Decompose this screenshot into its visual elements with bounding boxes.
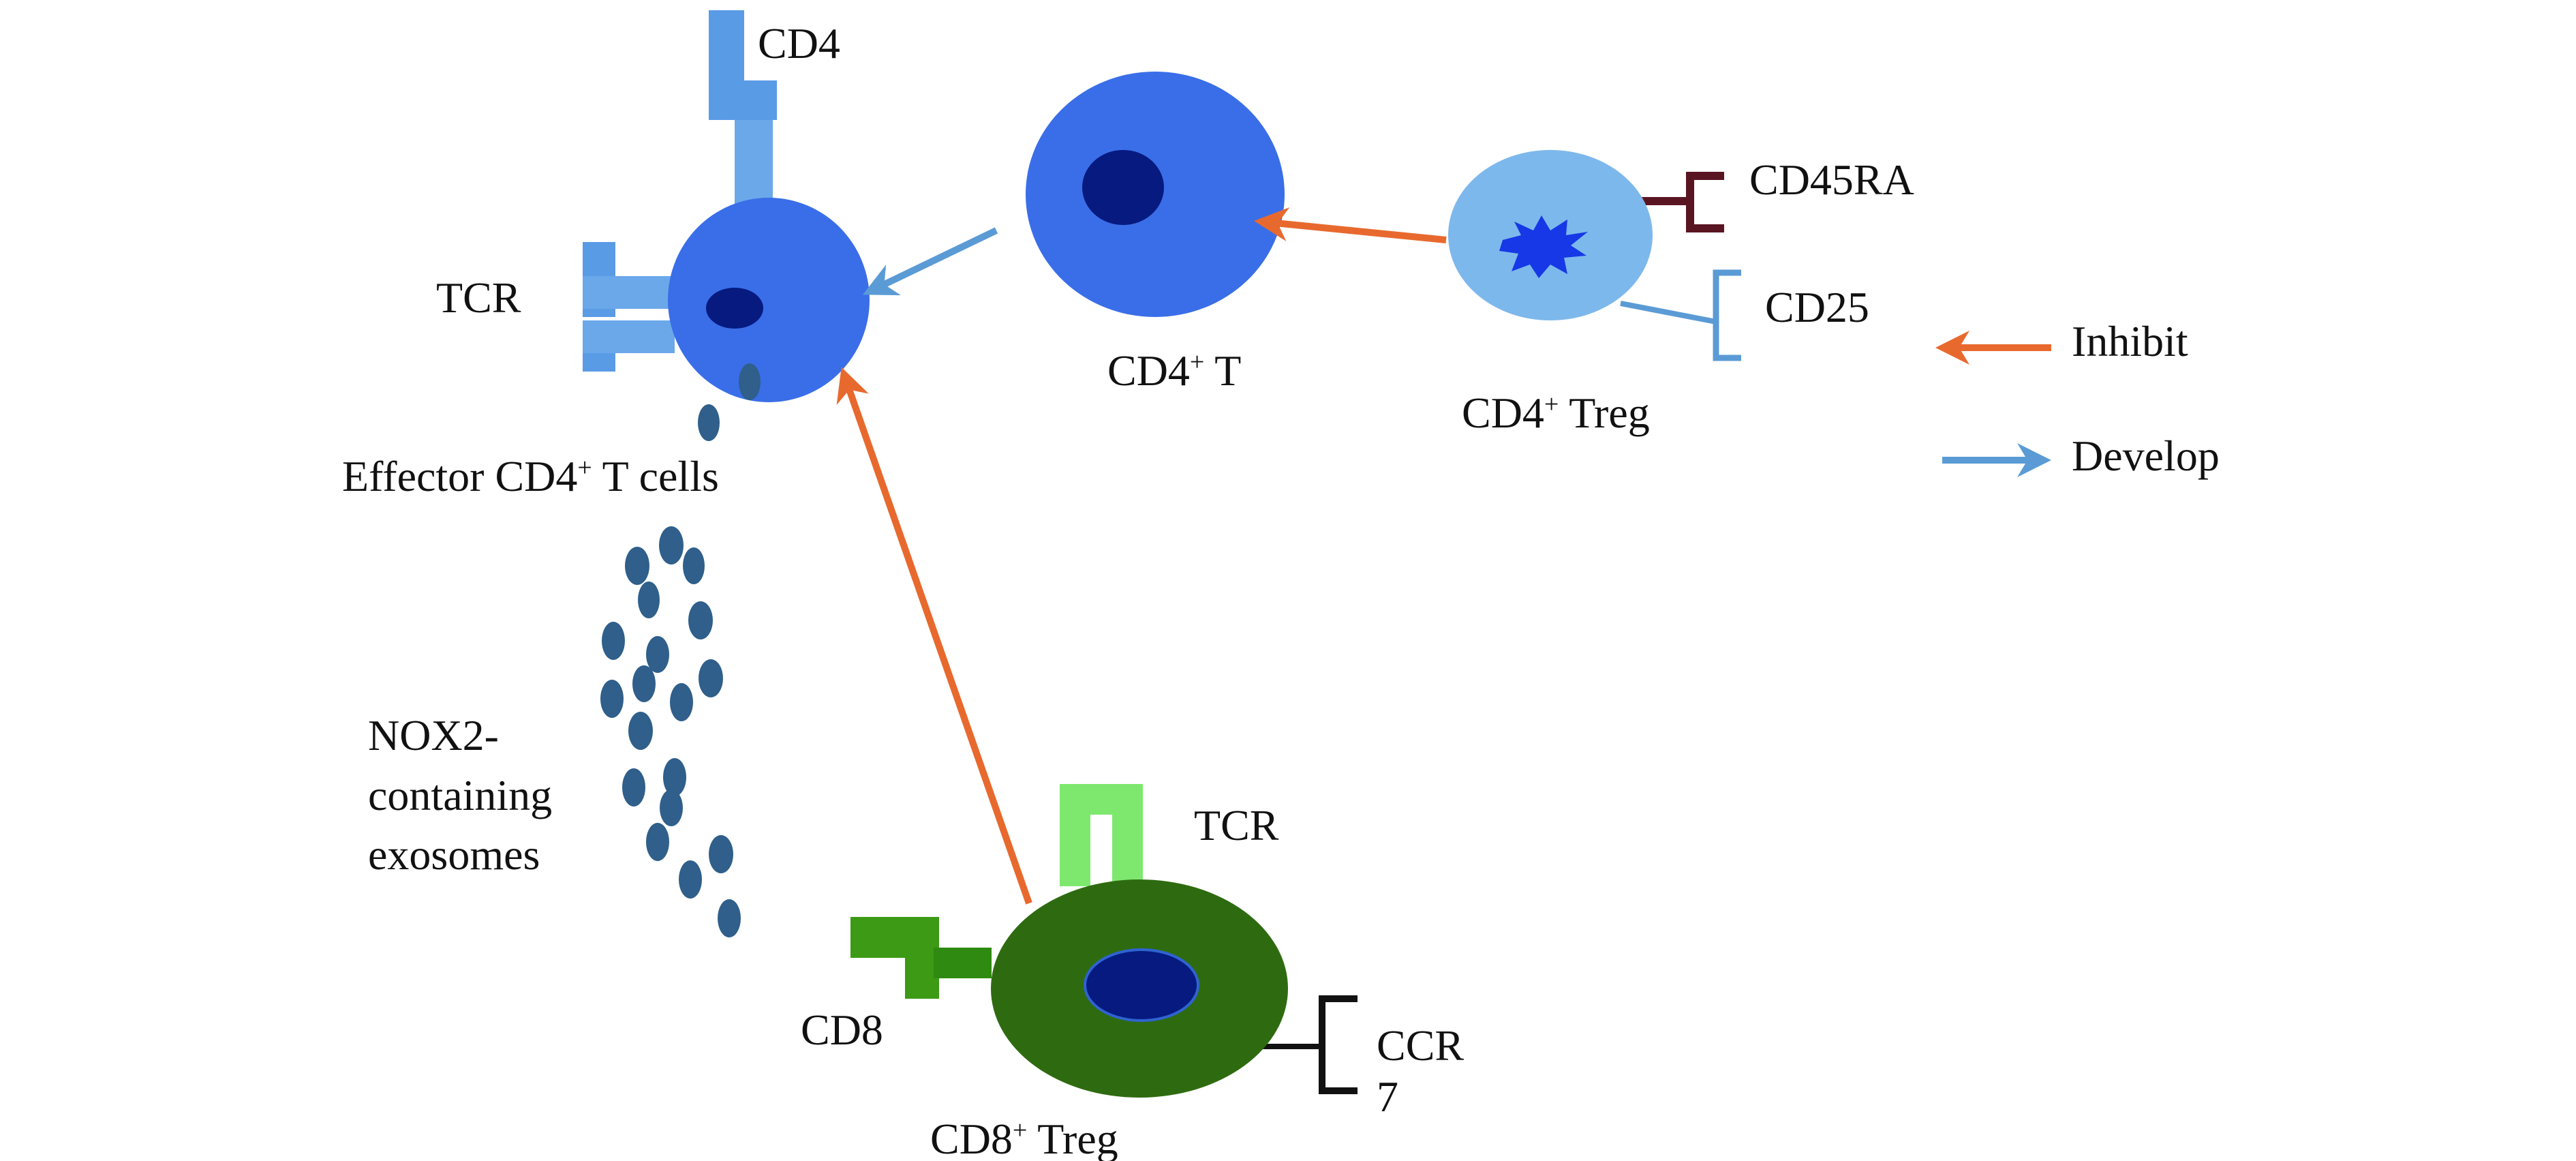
exosome bbox=[679, 860, 702, 899]
exosome bbox=[622, 768, 645, 806]
legend-item-inhibit: Inhibit bbox=[1935, 317, 2188, 365]
exosome bbox=[660, 789, 683, 826]
legend: Inhibit Develop bbox=[1935, 317, 2220, 480]
inhibit-arrow-cd8 bbox=[836, 367, 1032, 905]
exosome bbox=[699, 659, 723, 697]
exosome bbox=[683, 547, 705, 584]
effector-nucleus bbox=[706, 288, 763, 329]
exosome bbox=[659, 526, 684, 564]
exosome bbox=[600, 680, 624, 718]
exosome bbox=[632, 665, 656, 702]
cd8-treg-label: CD8+ Treg bbox=[930, 1115, 1118, 1161]
exosome bbox=[688, 601, 713, 639]
cd8-nucleus bbox=[1084, 948, 1199, 1022]
exosome-cluster bbox=[600, 363, 761, 937]
exosomes-label-line-1: NOX2- bbox=[368, 711, 499, 759]
exosome bbox=[670, 683, 693, 721]
exosome bbox=[602, 622, 625, 660]
ccr7-label-line-2: 7 bbox=[1377, 1072, 1398, 1121]
cd4-t-cell bbox=[1026, 72, 1285, 317]
exosome bbox=[625, 547, 649, 585]
effector-cd4-t-cell bbox=[583, 10, 870, 402]
exosome bbox=[628, 712, 653, 750]
ccr7-receptor bbox=[1261, 995, 1358, 1094]
legend-item-develop: Develop bbox=[1942, 432, 2220, 480]
cd4-t-nucleus bbox=[1082, 150, 1164, 225]
exosome bbox=[663, 758, 686, 796]
inhibit-arrow-treg bbox=[1254, 207, 1447, 243]
exosome bbox=[638, 582, 660, 618]
exosome bbox=[718, 899, 741, 937]
tcr-effector-label: TCR bbox=[436, 273, 521, 322]
cd4-t-label: CD4+ T bbox=[1107, 346, 1241, 395]
exosome bbox=[709, 835, 733, 873]
tcr-receptor-cd8 bbox=[1060, 784, 1143, 886]
cd8-treg-cell bbox=[850, 784, 1358, 1098]
cd4-receptor bbox=[709, 10, 777, 211]
tcr-cd8-label: TCR bbox=[1194, 801, 1279, 849]
cd25-receptor bbox=[1620, 269, 1741, 361]
treg-nucleus bbox=[1499, 215, 1588, 278]
cd8-receptor bbox=[850, 917, 992, 999]
exosomes-label-line-2: containing bbox=[368, 771, 552, 819]
cd4-treg-label: CD4+ Treg bbox=[1462, 389, 1650, 437]
exosomes-label-line-3: exosomes bbox=[368, 830, 540, 879]
exosome bbox=[646, 636, 669, 673]
effector-cells-label: Effector CD4+ T cells bbox=[342, 452, 719, 500]
cd4-treg-cell bbox=[1448, 150, 1741, 361]
tcr-receptor-effector bbox=[583, 242, 675, 372]
exosome bbox=[698, 404, 720, 441]
exosome bbox=[646, 823, 669, 861]
cd4-receptor-label: CD4 bbox=[758, 19, 840, 67]
develop-arrow bbox=[862, 227, 998, 296]
cd8-receptor-label: CD8 bbox=[801, 1006, 883, 1054]
effector-cell-body bbox=[668, 198, 870, 402]
cd45ra-receptor bbox=[1636, 172, 1724, 232]
exosome bbox=[739, 363, 761, 400]
legend-develop-label: Develop bbox=[2072, 432, 2220, 480]
cd45ra-label: CD45RA bbox=[1749, 155, 1914, 204]
ccr7-label-line-1: CCR bbox=[1377, 1021, 1464, 1070]
cd25-label: CD25 bbox=[1765, 283, 1869, 331]
legend-inhibit-label: Inhibit bbox=[2072, 317, 2188, 365]
